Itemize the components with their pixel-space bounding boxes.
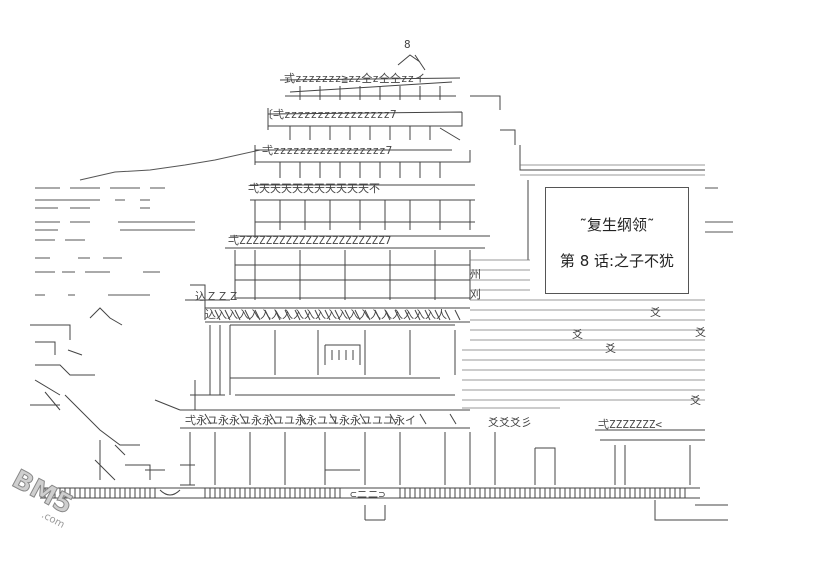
right-hatching — [462, 164, 705, 409]
main-roof-row — [205, 307, 470, 323]
art-sign-1: 州 — [470, 268, 481, 281]
left-pavilion — [30, 307, 165, 481]
art-right-mark-4: 爻 — [605, 342, 616, 355]
art-right-mark-3: 爻 — [695, 326, 706, 339]
art-eave-1: 式zzzzzzz≧zz仝z仝仝zzイ — [284, 71, 425, 85]
art-sign-2: 刈 — [470, 288, 481, 301]
art-eave-2: 〔弌zzzzzzzzzzzzzzzz7 — [262, 108, 397, 121]
lower-eave — [154, 399, 470, 429]
roof-tier-2 — [267, 108, 516, 145]
art-eave-6: 込ＺＺＺ — [195, 290, 239, 303]
ground-hall — [180, 432, 556, 486]
art-right-mark-5: 爻 — [690, 394, 701, 407]
roof-tier-1 — [279, 54, 501, 110]
art-lower-eave: 弌永ユ永永ユ永永ユユ永永ユユ永永ユユユ永イ — [185, 413, 416, 427]
art-gate: ⊂ニニ⊃ — [350, 488, 386, 501]
art-eave-4: 弌天天天天天天天天天天不 — [248, 182, 380, 195]
art-side-label-1: 爻爻爻彡 — [488, 416, 532, 429]
roof-tier-3 — [254, 145, 705, 178]
upper-hall — [225, 180, 529, 260]
art-eave-5: 弌ZZZZZZZZZZZZZZZZZZZZZZ7 — [228, 234, 391, 247]
art-right-mark-1: 爻 — [572, 328, 583, 341]
art-side-label-2: 弌ZZZZZZZ< — [598, 418, 662, 431]
art-right-mark-2: 爻 — [650, 306, 661, 319]
main-hall — [190, 324, 456, 410]
right-lower-building — [595, 429, 728, 521]
chapter-caption-box: ˜复生纲领˜ 第 8 话:之子不犹 — [545, 187, 689, 294]
art-eave-3: 弌zzzzzzzzzzzzzzzzz7 — [262, 144, 392, 157]
chapter-subtitle: 第 8 话:之子不犹 — [559, 252, 675, 270]
chapter-series-title: ˜复生纲领˜ — [579, 216, 655, 234]
background-mountains — [35, 149, 733, 296]
art-roof-number: 8 — [404, 38, 411, 51]
ground-beam — [40, 487, 700, 521]
art-roof-row: 込入入入入入入入入入入入入入入入入入入入入人 — [205, 308, 447, 321]
